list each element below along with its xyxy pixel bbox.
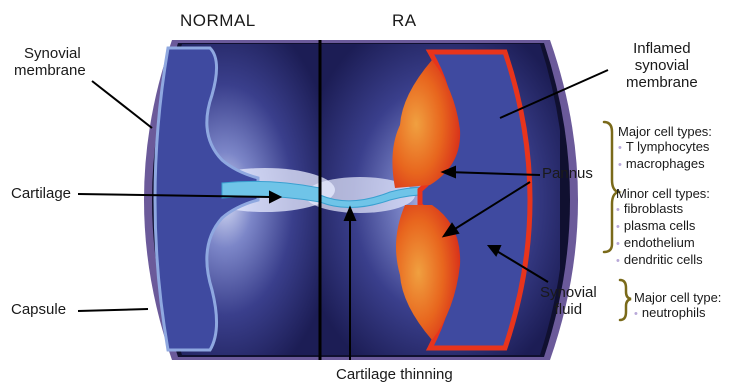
pannus-major-heading: Major cell types: bbox=[618, 124, 712, 139]
label-capsule: Capsule bbox=[11, 301, 66, 318]
label-synovial-membrane: Synovial membrane bbox=[14, 45, 86, 79]
label-cartilage: Cartilage bbox=[11, 185, 71, 202]
pannus-minor-item: plasma cells bbox=[616, 218, 710, 235]
label-inflamed-synovial-membrane: Inflamed synovial membrane bbox=[626, 40, 698, 91]
pannus-major-cell-list: Major cell types: T lymphocytes macropha… bbox=[618, 124, 712, 173]
pointer-capsule bbox=[78, 309, 148, 311]
pannus-major-item: T lymphocytes bbox=[618, 139, 712, 156]
pannus-minor-heading: Minor cell types: bbox=[616, 186, 710, 201]
fluid-major-item: neutrophils bbox=[634, 305, 721, 322]
pannus-major-item: macrophages bbox=[618, 156, 712, 173]
label-inflamed-line2: synovial bbox=[626, 57, 698, 74]
label-inflamed-line1: Inflamed bbox=[626, 40, 698, 57]
label-pannus: Pannus bbox=[542, 165, 593, 182]
label-synovial-fluid-line2: fluid bbox=[540, 301, 597, 318]
pannus-minor-cell-list: Minor cell types: fibroblasts plasma cel… bbox=[616, 186, 710, 269]
label-synovial-fluid: Synovial fluid bbox=[540, 284, 597, 318]
label-synovial-fluid-line1: Synovial bbox=[540, 284, 597, 301]
label-synovial-membrane-line1: Synovial bbox=[14, 45, 86, 62]
pannus-minor-item: fibroblasts bbox=[616, 201, 710, 218]
heading-normal: NORMAL bbox=[180, 11, 256, 31]
brace-fluid-cells bbox=[620, 280, 631, 320]
fluid-major-cell-list: Major cell type: neutrophils bbox=[634, 290, 721, 322]
label-inflamed-line3: membrane bbox=[626, 74, 698, 91]
pointer-synovial-membrane bbox=[92, 81, 152, 128]
fluid-major-heading: Major cell type: bbox=[634, 290, 721, 305]
pannus-minor-item: dendritic cells bbox=[616, 252, 710, 269]
label-synovial-membrane-line2: membrane bbox=[14, 62, 86, 79]
label-cartilage-thinning: Cartilage thinning bbox=[336, 366, 453, 383]
pannus-minor-item: endothelium bbox=[616, 235, 710, 252]
heading-ra: RA bbox=[392, 11, 417, 31]
